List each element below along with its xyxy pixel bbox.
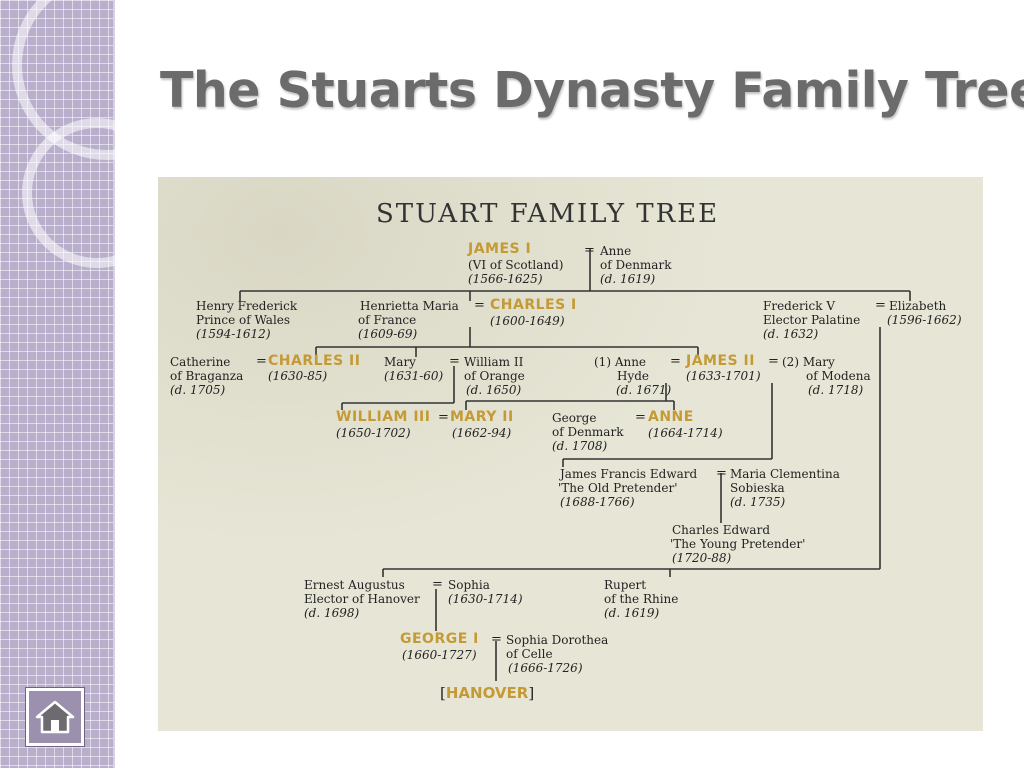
mary-of-modena-title: of Modena — [806, 369, 871, 383]
anne-queen-name: ANNE — [648, 409, 694, 425]
charles-edward-dates: (1720-88) — [672, 551, 732, 565]
rupert-name: Rupert — [604, 578, 647, 592]
charles-ii-name: CHARLES II — [268, 353, 361, 369]
james-i-dates: (1566-1625) — [468, 272, 543, 286]
anne-of-denmark-name: Anne — [600, 244, 632, 258]
sidebar-decoration — [0, 0, 202, 768]
decorative-ring — [22, 118, 172, 268]
george-i-name: GEORGE I — [400, 631, 479, 647]
mary-orange-dates: (1631-60) — [384, 369, 444, 383]
marriage-symbol: = — [438, 410, 449, 425]
mary-of-modena-name: (2) Mary — [782, 355, 835, 369]
anne-of-denmark-title: of Denmark — [600, 258, 672, 272]
anne-hyde-title: Hyde — [617, 369, 650, 383]
frederick-v-dates: (d. 1632) — [763, 327, 819, 341]
mary-orange-name: Mary — [384, 355, 416, 369]
mary-ii-dates: (1662-94) — [452, 426, 512, 440]
anne-of-denmark-dates: (d. 1619) — [600, 272, 656, 286]
elizabeth-name: Elizabeth — [889, 299, 947, 313]
sophia-dorothea-dates: (1666-1726) — [508, 661, 583, 675]
hanover-name: HANOVER — [445, 684, 529, 702]
anne-queen-dates: (1664-1714) — [648, 426, 723, 440]
ernest-augustus-title: Elector of Hanover — [304, 592, 420, 606]
marriage-symbol: = — [584, 243, 595, 258]
marriage-symbol: = — [635, 410, 646, 425]
william-ii-title: of Orange — [464, 369, 525, 383]
william-ii-name: William II — [464, 355, 524, 369]
home-button[interactable] — [26, 688, 84, 746]
william-iii-name: WILLIAM III — [336, 409, 431, 425]
tree-heading: STUART FAMILY TREE — [376, 199, 720, 229]
tree-connector-lines — [239, 249, 911, 681]
henry-frederick-title: Prince of Wales — [196, 313, 291, 327]
hanover-bracket-close: ] — [528, 684, 535, 702]
george-of-denmark-title: of Denmark — [552, 425, 624, 439]
mary-ii-name: MARY II — [450, 409, 514, 425]
maria-clementina-name: Maria Clementina — [730, 467, 840, 481]
henrietta-maria-name: Henrietta Maria — [360, 299, 459, 313]
marriage-symbol: = — [768, 354, 779, 369]
marriage-symbol: = — [256, 354, 267, 369]
anne-hyde-dates: (d. 1671) — [616, 383, 672, 397]
marriage-symbol: = — [716, 466, 727, 481]
hanover-label: [HANOVER] — [440, 685, 534, 702]
marriage-symbol: = — [474, 298, 485, 313]
charles-i-dates: (1600-1649) — [490, 314, 565, 328]
james-francis-edward-title: 'The Old Pretender' — [558, 481, 678, 495]
catherine-title: of Braganza — [170, 369, 244, 383]
rupert-dates: (d. 1619) — [604, 606, 660, 620]
ernest-augustus-name: Ernest Augustus — [304, 578, 405, 592]
james-i-title: (VI of Scotland) — [468, 258, 564, 272]
william-ii-dates: (d. 1650) — [466, 383, 522, 397]
charles-i-name: CHARLES I — [490, 297, 577, 313]
charles-edward-title: 'The Young Pretender' — [670, 537, 806, 551]
ernest-augustus-dates: (d. 1698) — [304, 606, 360, 620]
mary-of-modena-dates: (d. 1718) — [808, 383, 864, 397]
catherine-dates: (d. 1705) — [170, 383, 226, 397]
frederick-v-name: Frederick V — [763, 299, 835, 313]
james-ii-dates: (1633-1701) — [686, 369, 761, 383]
charles-edward-name: Charles Edward — [672, 523, 770, 537]
sophia-dorothea-name: Sophia Dorothea — [506, 633, 609, 647]
slide-title: The Stuarts Dynasty Family Tree — [160, 62, 1024, 119]
marriage-symbol: = — [670, 354, 681, 369]
george-of-denmark-name: George — [552, 411, 597, 425]
family-tree-diagram: STUART FAMILY TREE JAMES I (VI of Scotla… — [158, 177, 983, 731]
hanover-bracket-open: [ — [440, 684, 446, 702]
henrietta-maria-title: of France — [358, 313, 417, 327]
george-of-denmark-dates: (d. 1708) — [552, 439, 608, 453]
james-francis-edward-name: James Francis Edward — [560, 467, 698, 481]
frederick-v-title: Elector Palatine — [763, 313, 861, 327]
william-iii-dates: (1650-1702) — [336, 426, 411, 440]
james-ii-name: JAMES II — [686, 353, 755, 369]
sophia-dates: (1630-1714) — [448, 592, 523, 606]
marriage-symbol: = — [875, 298, 886, 313]
henry-frederick-dates: (1594-1612) — [196, 327, 271, 341]
elizabeth-dates: (1596-1662) — [887, 313, 962, 327]
henrietta-maria-dates: (1609-69) — [358, 327, 418, 341]
charles-ii-dates: (1630-85) — [268, 369, 328, 383]
maria-clementina-title: Sobieska — [730, 481, 785, 495]
catherine-name: Catherine — [170, 355, 231, 369]
sophia-dorothea-title: of Celle — [506, 647, 553, 661]
james-i-name: JAMES I — [468, 241, 532, 257]
george-i-dates: (1660-1727) — [402, 648, 477, 662]
maria-clementina-dates: (d. 1735) — [730, 495, 786, 509]
henry-frederick-name: Henry Frederick — [196, 299, 298, 313]
marriage-symbol: = — [432, 577, 443, 592]
marriage-symbol: = — [491, 632, 502, 647]
marriage-symbol: = — [449, 354, 460, 369]
james-francis-edward-dates: (1688-1766) — [560, 495, 635, 509]
sophia-name: Sophia — [448, 578, 490, 592]
home-icon — [35, 700, 75, 734]
rupert-title: of the Rhine — [604, 592, 679, 606]
anne-hyde-name: (1) Anne — [594, 355, 647, 369]
